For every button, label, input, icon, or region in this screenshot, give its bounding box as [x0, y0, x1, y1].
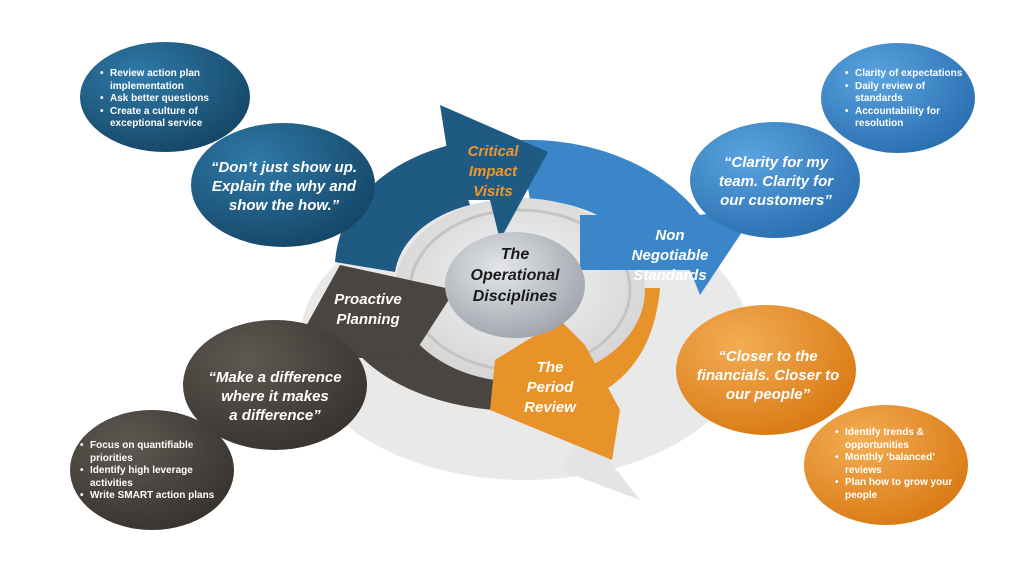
label-line: Non — [655, 227, 685, 244]
bullet-item: Clarity of expectations — [845, 68, 970, 81]
label-line: Review — [524, 399, 576, 416]
label-line: Planning — [336, 311, 400, 328]
bullets-top-right: Clarity of expectations Daily review of … — [845, 68, 970, 131]
quote-top-left: “Don’t just show up. Explain the why and… — [198, 158, 370, 215]
quote-circle-bottom-right — [676, 305, 856, 435]
label-line: Impact — [468, 163, 518, 180]
bullet-item: Monthly ‘balanced’ reviews — [835, 452, 960, 477]
label-line: The — [536, 359, 564, 376]
quote-circle-top-right — [690, 122, 860, 238]
quote-line: financials. Closer to — [696, 367, 840, 384]
center-hub — [445, 232, 585, 338]
center-title-line: The — [500, 246, 530, 263]
quote-line: team. Clarity for — [718, 173, 834, 190]
bullets-top-left: Review action plan implementation Ask be… — [100, 68, 230, 131]
bullets-bottom-left: Focus on quantifiable priorities Identif… — [80, 440, 225, 503]
label-line: Proactive — [334, 291, 402, 308]
center-title-line: Disciplines — [472, 288, 558, 305]
bullet-item: Ask better questions — [100, 93, 230, 106]
bullet-item: Identify trends & opportunities — [835, 427, 960, 452]
bullet-item: Identify high leverage activities — [80, 465, 225, 490]
quote-line: a difference” — [229, 407, 321, 424]
bullets-bottom-right: Identify trends & opportunities Monthly … — [835, 427, 960, 502]
arrow-period-review — [490, 320, 620, 460]
center-title-line: Operational — [470, 267, 560, 284]
label-line: Negotiable — [631, 247, 709, 264]
quote-line: our people” — [725, 386, 811, 403]
label-line: Critical — [467, 143, 519, 160]
quote-circle-bottom-left — [183, 320, 367, 450]
quote-line: where it makes — [221, 388, 329, 405]
quote-top-right: “Clarity for my team. Clarity for our cu… — [700, 153, 852, 210]
arrow-non-negotiable-standards — [580, 205, 760, 295]
label-line: Standards — [633, 267, 707, 284]
quote-bottom-left: “Make a difference where it makes a diff… — [190, 368, 360, 425]
quote-line: “Make a difference — [208, 369, 342, 386]
label-critical-impact-visits: Critical Impact Visits — [448, 142, 538, 202]
label-period-review: The Period Review — [505, 358, 595, 418]
quote-line: “Closer to the — [718, 348, 818, 365]
quote-circle-top-left — [191, 123, 375, 247]
bullet-item: Write SMART action plans — [80, 490, 225, 503]
ring-dark-blue — [335, 145, 470, 272]
bullet-item: Daily review of standards — [845, 81, 970, 106]
bullet-item: Create a culture of exceptional service — [100, 106, 230, 131]
quote-line: “Clarity for my — [723, 154, 829, 171]
quote-bottom-right: “Closer to the financials. Closer to our… — [684, 347, 852, 404]
quote-line: “Don’t just show up. — [210, 159, 358, 176]
label-proactive-planning: Proactive Planning — [318, 290, 418, 330]
center-title: The Operational Disciplines — [460, 244, 570, 307]
label-line: Visits — [473, 183, 513, 200]
quote-line: show the how.” — [228, 197, 340, 214]
bullet-item: Plan how to grow your people — [835, 477, 960, 502]
bullet-item: Focus on quantifiable priorities — [80, 440, 225, 465]
quote-line: our customers” — [720, 192, 832, 209]
shadow-tail — [560, 430, 640, 500]
label-line: Period — [526, 379, 574, 396]
bullet-item: Review action plan implementation — [100, 68, 230, 93]
quote-line: Explain the why and — [211, 178, 357, 195]
bullet-item: Accountability for resolution — [845, 106, 970, 131]
arrow-critical-impact-visits — [440, 105, 548, 240]
label-non-negotiable-standards: Non Negotiable Standards — [615, 226, 725, 286]
